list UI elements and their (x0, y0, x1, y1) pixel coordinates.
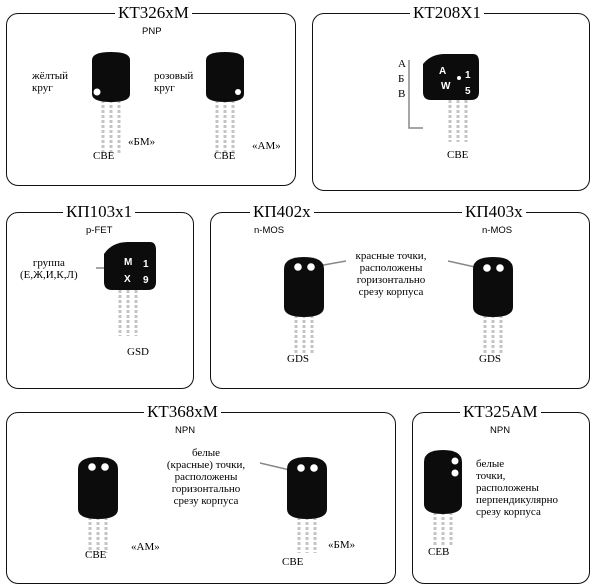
kt208-pins: CBE (447, 149, 469, 161)
kt326-subtitle: PNP (142, 26, 162, 37)
kt208-transistor-icon (408, 54, 479, 142)
kp103-transistor-icon (96, 242, 156, 336)
label-line: группа (32, 257, 65, 269)
kt326-right-transistor-icon (206, 52, 244, 155)
kt326-left-transistor-icon (92, 52, 130, 155)
label-line: срезу корпуса (173, 495, 239, 507)
label-line: горизонтально (171, 483, 241, 495)
kt208-body-dot (457, 76, 461, 80)
label-line: (красные) точки, (166, 459, 246, 471)
label-line: жёлтый (32, 70, 69, 82)
kt368-left-pins: CBE (85, 549, 107, 561)
kp103-mark-nine: 9 (143, 275, 149, 286)
kt208-title: КТ208Х1 (410, 4, 484, 22)
label-line: белые (476, 458, 505, 470)
kp403-title: КП403х (462, 203, 526, 221)
label-line: расположены (359, 262, 423, 274)
label-line: белые (191, 447, 221, 459)
label-line: горизонтально (356, 274, 426, 286)
kt368-center-label: белые (красные) точки, расположены гориз… (151, 447, 261, 507)
kt325-title: КТ325АМ (460, 403, 541, 421)
kp403-transistor-icon (447, 257, 513, 353)
kt326-right-mark: «АМ» (252, 140, 281, 152)
kt368-right-pins: CBE (282, 556, 304, 568)
kt368-left-mark: «АМ» (131, 541, 160, 553)
kt368-subtitle: NPN (175, 425, 196, 436)
kp103-mark-m: M (124, 257, 133, 268)
kt325-subtitle: NPN (490, 425, 511, 436)
kt208-mark-one: 1 (465, 70, 471, 81)
kt326-left-label: жёлтый круг (32, 70, 68, 94)
kp402-title: КП402х (250, 203, 314, 221)
kp103-group-label: группа (Е,Ж,И,К,Л) (20, 257, 78, 281)
kt208-mark-letter: A (439, 66, 447, 77)
label-line: розовый (154, 70, 194, 82)
kt325-pins: CEB (428, 546, 450, 558)
label-line: перпендикулярно (476, 494, 559, 506)
label-line: точки, (476, 470, 506, 482)
kp402-transistor-icon (284, 257, 347, 353)
label-line: красные точки, (355, 250, 427, 262)
pin-letter: В (398, 88, 406, 100)
kp103-mark-one: 1 (143, 259, 149, 270)
kt326-title: КТ326хМ (115, 4, 192, 22)
label-line: круг (32, 82, 53, 94)
kp103-subtitle: p-FET (86, 225, 113, 236)
kt368-title: КТ368хМ (144, 403, 221, 421)
kt208-mark-w: W (441, 81, 451, 92)
kp103-title: КП103х1 (63, 203, 136, 221)
kp402-pins: GDS (287, 353, 310, 365)
kp103-pins: GSD (127, 346, 150, 358)
pin-letter: Б (398, 73, 405, 85)
kt208-mark-five: 5 (465, 86, 471, 97)
kt368-right-transistor-icon (259, 457, 327, 553)
panel-kp402-kp403 (210, 212, 590, 389)
label-line: (Е,Ж,И,К,Л) (20, 269, 78, 281)
kp402-center-label: красные точки, расположены горизонтально… (339, 250, 443, 298)
label-line: срезу корпуса (358, 286, 424, 298)
kt326-right-label: розовый круг (154, 70, 193, 94)
kp403-pins: GDS (479, 353, 502, 365)
label-line: круг (154, 82, 175, 94)
kt326-left-mark: «БМ» (128, 136, 156, 148)
label-line: расположены (476, 482, 539, 494)
label-line: расположены (174, 471, 238, 483)
label-line: срезу корпуса (476, 506, 541, 518)
kt325-transistor-icon (424, 450, 462, 546)
kt325-label: белые точки, расположены перпендикулярно… (476, 458, 558, 518)
kt326-right-pins: CBE (214, 150, 236, 162)
kt368-left-transistor-icon (78, 457, 118, 553)
kp402-subtitle: n-MOS (254, 225, 285, 236)
kt326-left-pins: CBE (93, 150, 115, 162)
kp403-subtitle: n-MOS (482, 225, 513, 236)
kp103-mark-x: X (124, 274, 131, 285)
pin-letter: А (398, 58, 406, 70)
kt208-pin-letters: А Б В (398, 57, 406, 102)
panel-kt326 (6, 13, 296, 186)
kt368-right-mark: «БМ» (328, 539, 356, 551)
